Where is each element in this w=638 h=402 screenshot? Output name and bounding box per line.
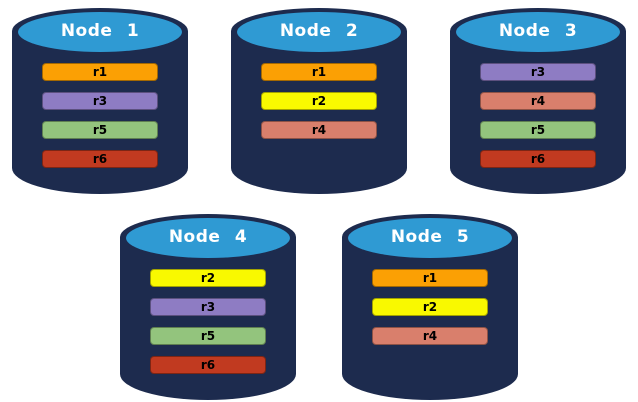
cylinder-body bbox=[231, 31, 407, 194]
node-1-replica-list: r1 r3 r5 r6 bbox=[42, 63, 158, 179]
replica-bar-r5: r5 bbox=[42, 121, 158, 139]
cylinder-top-face: Node 5 bbox=[348, 218, 512, 258]
node-5-label: Node 5 bbox=[390, 227, 470, 247]
node-3-cylinder: Node 3 r3 r4 r5 r6 bbox=[450, 8, 626, 194]
node-2-replica-list: r1 r2 r4 bbox=[261, 63, 377, 150]
node-4-cylinder: Node 4 r2 r3 r5 r6 bbox=[120, 214, 296, 400]
replica-bar-r3: r3 bbox=[480, 63, 596, 81]
node-5-replica-list: r1 r2 r4 bbox=[372, 269, 488, 356]
node-3-replica-list: r3 r4 r5 r6 bbox=[480, 63, 596, 179]
replica-bar-r6: r6 bbox=[42, 150, 158, 168]
node-2-label: Node 2 bbox=[279, 21, 359, 41]
node-4-replica-list: r2 r3 r5 r6 bbox=[150, 269, 266, 385]
replica-bar-r6: r6 bbox=[480, 150, 596, 168]
replica-bar-r1: r1 bbox=[42, 63, 158, 81]
replica-bar-r2: r2 bbox=[372, 298, 488, 316]
replica-bar-r5: r5 bbox=[150, 327, 266, 345]
cylinder-top-face: Node 2 bbox=[237, 12, 401, 52]
node-3-label: Node 3 bbox=[498, 21, 578, 41]
replica-bar-r4: r4 bbox=[480, 92, 596, 110]
replica-bar-r2: r2 bbox=[150, 269, 266, 287]
cylinder-top-face: Node 4 bbox=[126, 218, 290, 258]
replica-bar-r1: r1 bbox=[372, 269, 488, 287]
replica-bar-r1: r1 bbox=[261, 63, 377, 81]
node-1-label: Node 1 bbox=[60, 21, 140, 41]
replica-bar-r4: r4 bbox=[261, 121, 377, 139]
replica-bar-r5: r5 bbox=[480, 121, 596, 139]
replica-bar-r3: r3 bbox=[42, 92, 158, 110]
node-4-label: Node 4 bbox=[168, 227, 248, 247]
cylinder-body bbox=[342, 237, 518, 400]
node-5-cylinder: Node 5 r1 r2 r4 bbox=[342, 214, 518, 400]
replica-bar-r2: r2 bbox=[261, 92, 377, 110]
cylinder-top-face: Node 3 bbox=[456, 12, 620, 52]
replica-bar-r3: r3 bbox=[150, 298, 266, 316]
node-2-cylinder: Node 2 r1 r2 r4 bbox=[231, 8, 407, 194]
node-1-cylinder: Node 1 r1 r3 r5 r6 bbox=[12, 8, 188, 194]
cylinder-top-face: Node 1 bbox=[18, 12, 182, 52]
replica-bar-r6: r6 bbox=[150, 356, 266, 374]
replica-bar-r4: r4 bbox=[372, 327, 488, 345]
